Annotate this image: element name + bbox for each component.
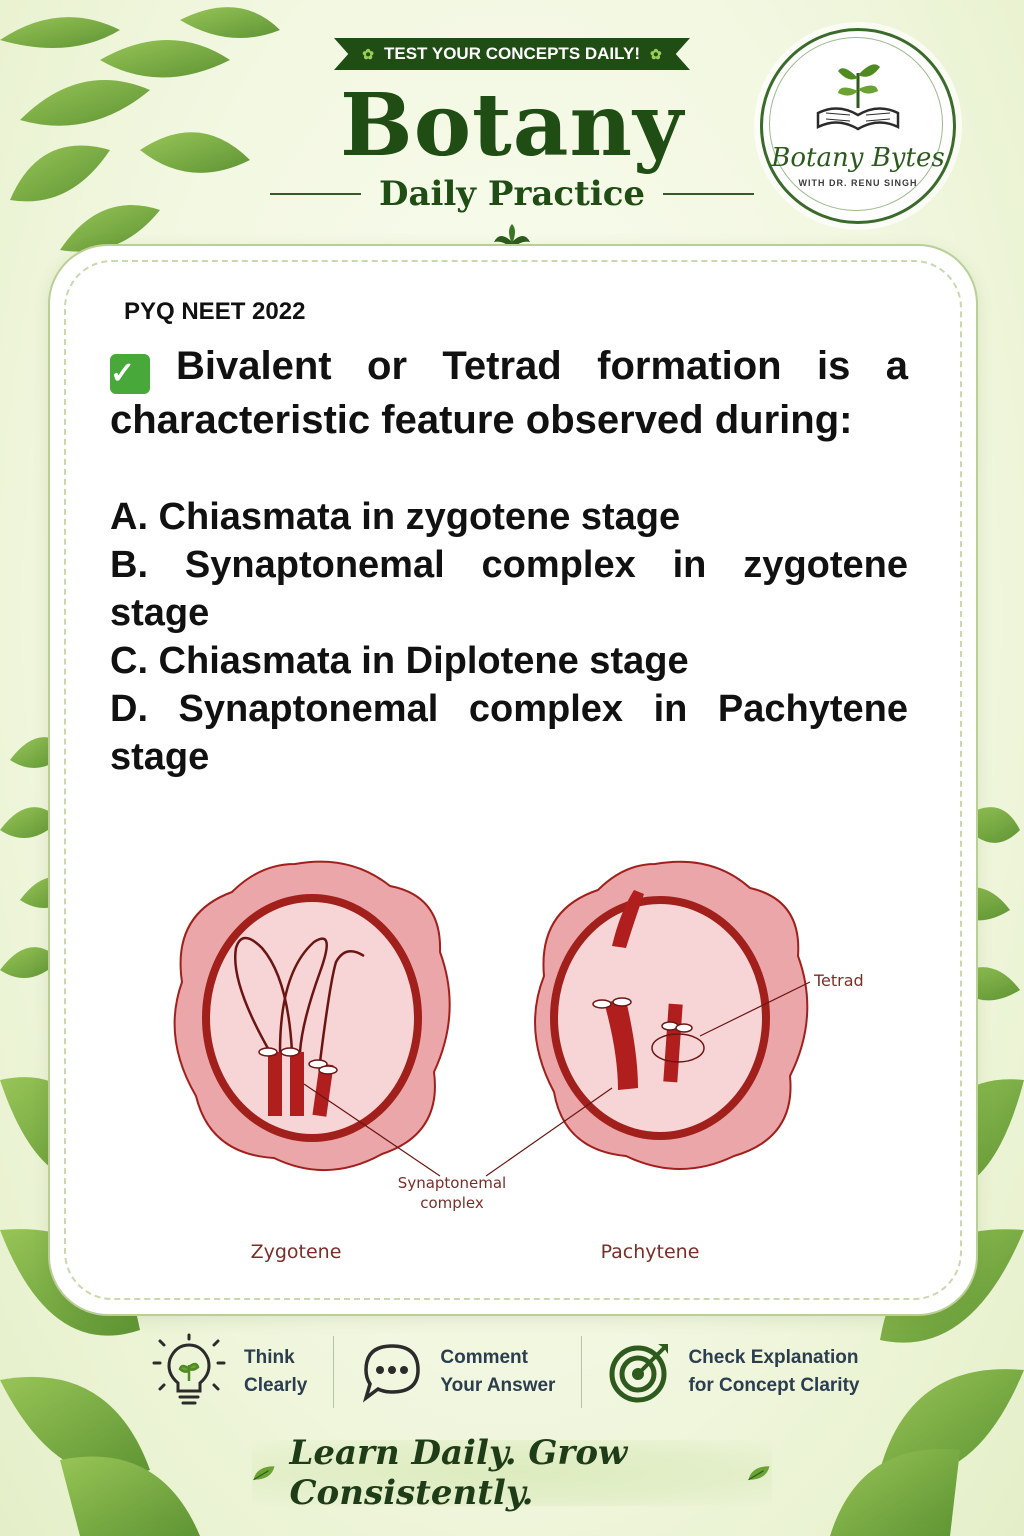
divider: [270, 193, 361, 195]
tip-comment-line2: Your Answer: [440, 1375, 556, 1396]
options-list: A. Chiasmata in zygotene stage B. Synapt…: [110, 493, 908, 781]
leaf-icon: [747, 1466, 770, 1481]
checkmark-icon: ✓: [110, 354, 150, 394]
option-b[interactable]: B. Synaptonemal complex in zygotene stag…: [110, 544, 908, 634]
pachytene-label: Pachytene: [601, 1241, 700, 1263]
zygotene-chromosomes: [234, 936, 365, 1063]
leaf-icon: ✿: [362, 45, 374, 62]
chat-bubble-icon: [363, 1344, 421, 1403]
synaptonemal-label-line2: complex: [420, 1194, 484, 1212]
divider: [663, 193, 755, 195]
tip-comment: Comment Your Answer: [360, 1340, 555, 1404]
tetrad-label: Tetrad: [813, 971, 864, 990]
tip-think: Think Clearly: [150, 1333, 307, 1411]
option-c[interactable]: C. Chiasmata in Diplotene stage: [110, 640, 689, 682]
ribbon-text: TEST YOUR CONCEPTS DAILY!: [384, 44, 640, 63]
question-stem: Bivalent or Tetrad formation is a charac…: [110, 344, 908, 442]
question-card: [48, 244, 978, 1316]
footer-banner: Learn Daily. Grow Consistently.: [252, 1433, 772, 1513]
question-text: ✓Bivalent or Tetrad formation is a chara…: [110, 340, 908, 446]
synaptonemal-label-line1: Synaptonemal: [398, 1174, 506, 1192]
meiosis-diagram: Tetrad Synaptonemal complex Zygotene Pac…: [173, 860, 864, 1263]
tip-explanation-line2: for Concept Clarity: [688, 1375, 860, 1396]
footer-tagline: Learn Daily. Grow Consistently.: [289, 1433, 628, 1513]
tip-comment-line1: Comment: [440, 1347, 528, 1368]
page-title: Botany: [340, 75, 684, 176]
page-subtitle: Daily Practice: [378, 174, 646, 214]
zygotene-synapsed-pair: [268, 1052, 334, 1117]
tip-think-line1: Think: [244, 1347, 295, 1368]
brand-logo: Botany Bytes WITH DR. RENU SINGH: [760, 28, 956, 224]
leader-lines: [303, 981, 811, 1177]
logo-name: Botany Bytes: [771, 143, 945, 173]
tip-explanation: Check Explanation for Concept Clarity: [608, 1340, 859, 1404]
option-d[interactable]: D. Synaptonemal complex in Pachytene sta…: [110, 688, 908, 778]
sprig-icon: [494, 224, 530, 248]
zygotene-nucleus: [202, 894, 422, 1142]
tetrad-ring: [651, 1033, 705, 1063]
zygotene-label: Zygotene: [251, 1241, 342, 1263]
question-tag: PYQ NEET 2022: [124, 298, 306, 325]
subtitle-row: Daily Practice: [270, 172, 755, 216]
pachytene-nucleus: [550, 896, 770, 1140]
book-plant-icon: [816, 64, 900, 131]
option-a[interactable]: A. Chiasmata in zygotene stage: [110, 496, 681, 538]
tips-strip: Think Clearly Comment Your Answer Check …: [150, 1330, 870, 1414]
leaf-icon: ✿: [649, 45, 662, 62]
header-ribbon: ✿ TEST YOUR CONCEPTS DAILY! ✿: [334, 38, 690, 70]
tip-think-line2: Clearly: [244, 1375, 308, 1396]
target-icon: [609, 1344, 669, 1403]
tip-explanation-line1: Check Explanation: [688, 1347, 859, 1368]
lightbulb-icon: [152, 1333, 226, 1405]
logo-byline: WITH DR. RENU SINGH: [798, 178, 918, 188]
leaf-icon: [253, 1466, 275, 1481]
